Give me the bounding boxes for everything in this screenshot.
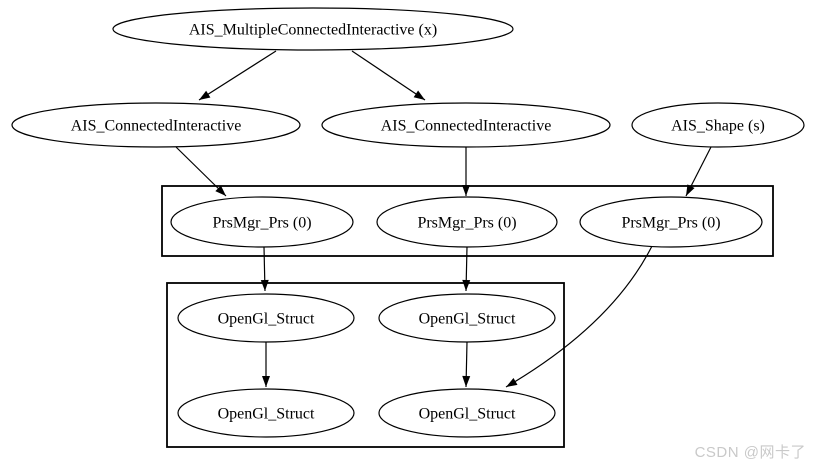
node-ais-connected-interactive-left: AIS_ConnectedInteractive [11, 102, 301, 148]
node-opengl-struct-bottom-left-ellipse [177, 388, 355, 438]
edge-connected-left-to-prs-left-line [175, 146, 227, 197]
node-ais-shape: AIS_Shape (s) [631, 102, 805, 148]
csdn-watermark: CSDN @网卡了 [694, 444, 806, 461]
node-opengl-struct-top-right: OpenGl_Struct [378, 293, 556, 343]
arrowhead-icon [413, 90, 425, 100]
node-prsmgr-prs-left: PrsMgr_Prs (0) [170, 196, 354, 248]
edge-prs-left-to-opengl-top-left [260, 246, 269, 292]
node-ais-connected-interactive-left-label: AIS_ConnectedInteractive [71, 117, 242, 134]
node-opengl-struct-bottom-right-label: OpenGl_Struct [419, 405, 516, 422]
edge-connected-right-to-prs-middle [462, 147, 470, 196]
arrowhead-icon [462, 185, 470, 196]
cluster-opengl-box [166, 282, 565, 448]
edge-prs-right-to-opengl-bottom-right [505, 245, 653, 388]
node-prsmgr-prs-left-ellipse [170, 196, 354, 248]
node-opengl-struct-top-left-label: OpenGl_Struct [218, 310, 315, 327]
arrowhead-icon [506, 377, 518, 387]
node-ais-connected-interactive-right-label: AIS_ConnectedInteractive [381, 117, 552, 134]
arrowhead-icon [199, 90, 211, 100]
edge-multi-to-connected-left [198, 50, 277, 101]
edge-opengl-top-left-to-bottom-left [262, 342, 270, 387]
node-opengl-struct-bottom-left: OpenGl_Struct [177, 388, 355, 438]
node-opengl-struct-bottom-left-label: OpenGl_Struct [218, 405, 315, 422]
node-prsmgr-prs-right-ellipse [579, 196, 763, 248]
node-ais-connected-interactive-right: AIS_ConnectedInteractive [321, 102, 611, 148]
arrowhead-icon [262, 376, 270, 387]
edge-shape-to-prs-right [685, 146, 712, 197]
node-ais-multiple-connected-interactive: AIS_MultipleConnectedInteractive (x) [112, 7, 514, 51]
edge-prs-middle-to-opengl-top-right [462, 246, 471, 292]
arrowhead-icon [260, 279, 269, 291]
edge-connected-left-to-prs-left [175, 146, 227, 197]
arrowhead-icon [215, 185, 226, 196]
node-prsmgr-prs-left-label: PrsMgr_Prs (0) [212, 214, 311, 231]
edge-prs-right-to-opengl-bottom-right-line [505, 245, 653, 388]
arrowhead-icon [462, 279, 471, 291]
node-ais-multiple-connected-interactive-label: AIS_MultipleConnectedInteractive (x) [189, 21, 437, 38]
node-ais-multiple-connected-interactive-ellipse [112, 7, 514, 51]
node-opengl-struct-top-left: OpenGl_Struct [177, 293, 355, 343]
edge-multi-to-connected-left-line [198, 50, 277, 101]
node-ais-connected-interactive-right-ellipse [321, 102, 611, 148]
arrowhead-icon [686, 184, 695, 196]
edge-multi-to-connected-right [351, 50, 426, 101]
node-opengl-struct-top-left-ellipse [177, 293, 355, 343]
node-opengl-struct-top-right-ellipse [378, 293, 556, 343]
node-opengl-struct-bottom-right-ellipse [378, 388, 556, 438]
node-opengl-struct-bottom-right: OpenGl_Struct [378, 388, 556, 438]
arrowhead-icon [462, 375, 471, 387]
node-prsmgr-prs-right: PrsMgr_Prs (0) [579, 196, 763, 248]
node-ais-shape-ellipse [631, 102, 805, 148]
node-prsmgr-prs-middle-ellipse [376, 196, 558, 248]
node-prsmgr-prs-middle: PrsMgr_Prs (0) [376, 196, 558, 248]
node-prsmgr-prs-right-label: PrsMgr_Prs (0) [621, 214, 720, 231]
edge-multi-to-connected-right-line [351, 50, 426, 101]
node-opengl-struct-top-right-label: OpenGl_Struct [419, 310, 516, 327]
node-prsmgr-prs-middle-label: PrsMgr_Prs (0) [417, 214, 516, 231]
node-ais-connected-interactive-left-ellipse [11, 102, 301, 148]
node-ais-shape-label: AIS_Shape (s) [671, 117, 765, 134]
edge-opengl-top-right-to-bottom-right [462, 341, 471, 388]
